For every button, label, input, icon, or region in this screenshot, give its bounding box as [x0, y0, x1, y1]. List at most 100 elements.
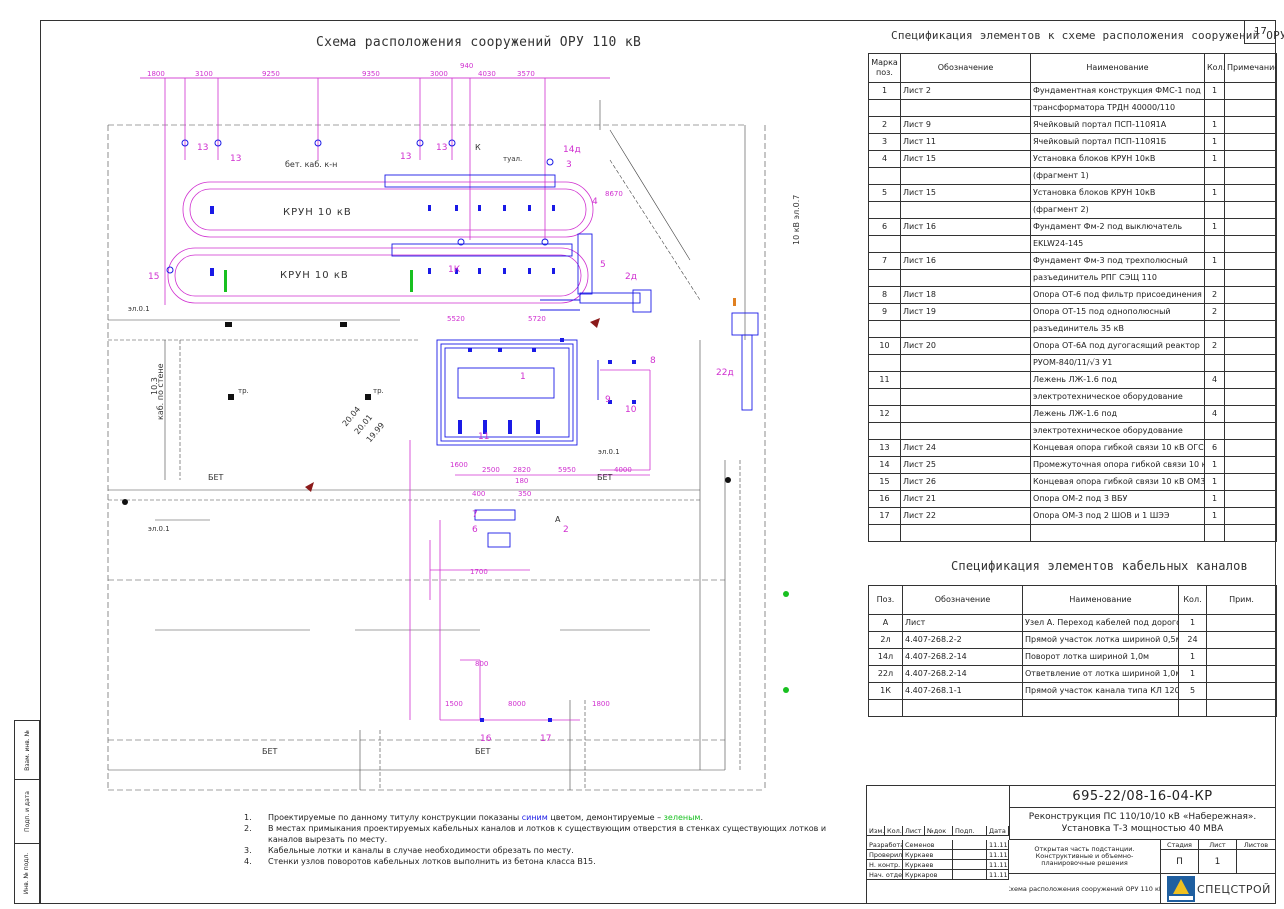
spec1-cell: 4 [1204, 405, 1225, 423]
spec1-cell [1224, 235, 1277, 253]
dim-180: 180 [515, 477, 529, 485]
spec1-cell: Лист 18 [900, 286, 1031, 304]
spec1-cell [868, 269, 901, 287]
spec1-cell: 4 [1204, 371, 1225, 389]
mark-16: 16 [480, 734, 492, 744]
spec1-cell: Лист 11 [900, 133, 1031, 151]
spec1-cell [1204, 422, 1225, 440]
spec1-cell [900, 422, 1031, 440]
spec1-cell [1224, 303, 1277, 321]
sheet-number: 17 [1244, 20, 1276, 44]
table-row: (фрагмент 1) [868, 167, 1277, 185]
spec2-header-4: Прим. [1206, 585, 1277, 615]
spec2-cell: 1 [1178, 614, 1207, 632]
spec2-cell [868, 699, 903, 717]
spec1-cell: Опора ОТ-15 под однополюсный [1030, 303, 1205, 321]
spec1-cell: Опора ОТ-6 под фильтр присоединения [1030, 286, 1205, 304]
mark-1: 1 [520, 372, 526, 382]
spec1-cell: 6 [1204, 439, 1225, 457]
spec1-cell: 16 [868, 490, 901, 508]
spec1-cell [1204, 524, 1225, 542]
side-stamp: Взам. инв. № Подп. и дата Инв. № подл. [14, 720, 40, 904]
spec2-cell [1206, 665, 1277, 683]
table-row: EKLW24-145 [868, 235, 1277, 253]
mark-14d: 14д [563, 145, 581, 155]
section-name: Открытая часть подстанции. Конструктивны… [1009, 840, 1161, 874]
spec1-cell [1204, 269, 1225, 287]
drawing-code: 695-22/08-16-04-КР [1009, 786, 1275, 808]
top-dim-4: 9350 [362, 70, 380, 78]
mark-2: 2 [563, 525, 569, 535]
equipment [384, 174, 759, 548]
spec2-cell [1206, 648, 1277, 666]
spec1-cell [900, 320, 1031, 338]
spec2-cell [1206, 631, 1277, 649]
spec2-cell: Прямой участок канала типа КЛ 120х90 [1022, 682, 1179, 700]
spec2-cell [902, 699, 1023, 717]
spec1-cell: 2 [1204, 337, 1225, 355]
dim-400: 400 [472, 490, 486, 498]
spec2-cell: 4.407-268.2-2 [902, 631, 1023, 649]
dim-5520: 5520 [447, 315, 465, 323]
spec1-cell: 6 [868, 218, 901, 236]
spec1-cell: Лист 20 [900, 337, 1031, 355]
mark-17: 17 [540, 734, 552, 744]
mark-7: 7 [472, 510, 478, 520]
spec2-cell [1206, 614, 1277, 632]
mark-10: 10 [625, 405, 637, 415]
spec1-cell [1224, 371, 1277, 389]
spec1-cell: разъединитель 35 кВ [1030, 320, 1205, 338]
spec1-cell [868, 99, 901, 117]
notes: 1. Проектируемые по данному титулу конст… [244, 812, 844, 867]
spec1-cell: Лист 16 [900, 252, 1031, 270]
spec1-cell [868, 524, 901, 542]
mark-13: 13 [197, 143, 209, 153]
dim-2500: 2500 [482, 466, 500, 474]
spec1-header-1: Обозначение [900, 53, 1031, 83]
spec2-cell: 1 [1178, 648, 1207, 666]
spec1-cell [868, 201, 901, 219]
spec2-cell: Узел А. Переход кабелей под дорогой [1022, 614, 1179, 632]
spec2-cell: 22л [868, 665, 903, 683]
dim-2820: 2820 [513, 466, 531, 474]
spec1-cell [1204, 235, 1225, 253]
spec2-header-0: Поз. [868, 585, 903, 615]
kryn-label-2: КРУН 10 кВ [280, 270, 349, 281]
spec1-cell [1224, 422, 1277, 440]
spec1-cell: 1 [1204, 507, 1225, 525]
spec1-cell [1204, 354, 1225, 372]
sheet-value: 1 [1199, 850, 1237, 874]
spec2-cell: Поворот лотка шириной 1,0м [1022, 648, 1179, 666]
spec1-cell: Лист 15 [900, 150, 1031, 168]
spec2-cell [1206, 682, 1277, 700]
mark-6: 6 [472, 525, 478, 535]
spec1-cell [1224, 473, 1277, 491]
spec1-cell [1224, 490, 1277, 508]
spec2-cell: 1К [868, 682, 903, 700]
spec1-cell: Ячейковый портал ПСП-110Я1А [1030, 116, 1205, 134]
spec1-title: Спецификация элементов к схеме расположе… [891, 29, 1284, 42]
spec1-cell: 13 [868, 439, 901, 457]
spec1-cell: Лист 26 [900, 473, 1031, 491]
spec1-cell: РУОМ-840/11/√3 У1 [1030, 354, 1205, 372]
spec1-cell: Лежень ЛЖ-1.6 под [1030, 405, 1205, 423]
sheets-value [1237, 850, 1275, 874]
spec1-cell: 10 [868, 337, 901, 355]
spec2-cell: Прямой участок лотка шириной 0,5м [1022, 631, 1179, 649]
toilet-label: туал. [503, 155, 523, 163]
spec1-cell [900, 405, 1031, 423]
el-label-2: эл.0.1 [598, 448, 620, 456]
spec2-cell [1178, 699, 1207, 717]
sheet-title: Схема расположения сооружений ОРУ 110 кВ [1009, 874, 1161, 903]
spec1-cell: 8 [868, 286, 901, 304]
spec1-cell [1224, 388, 1277, 406]
mark-9: 9 [605, 395, 611, 405]
